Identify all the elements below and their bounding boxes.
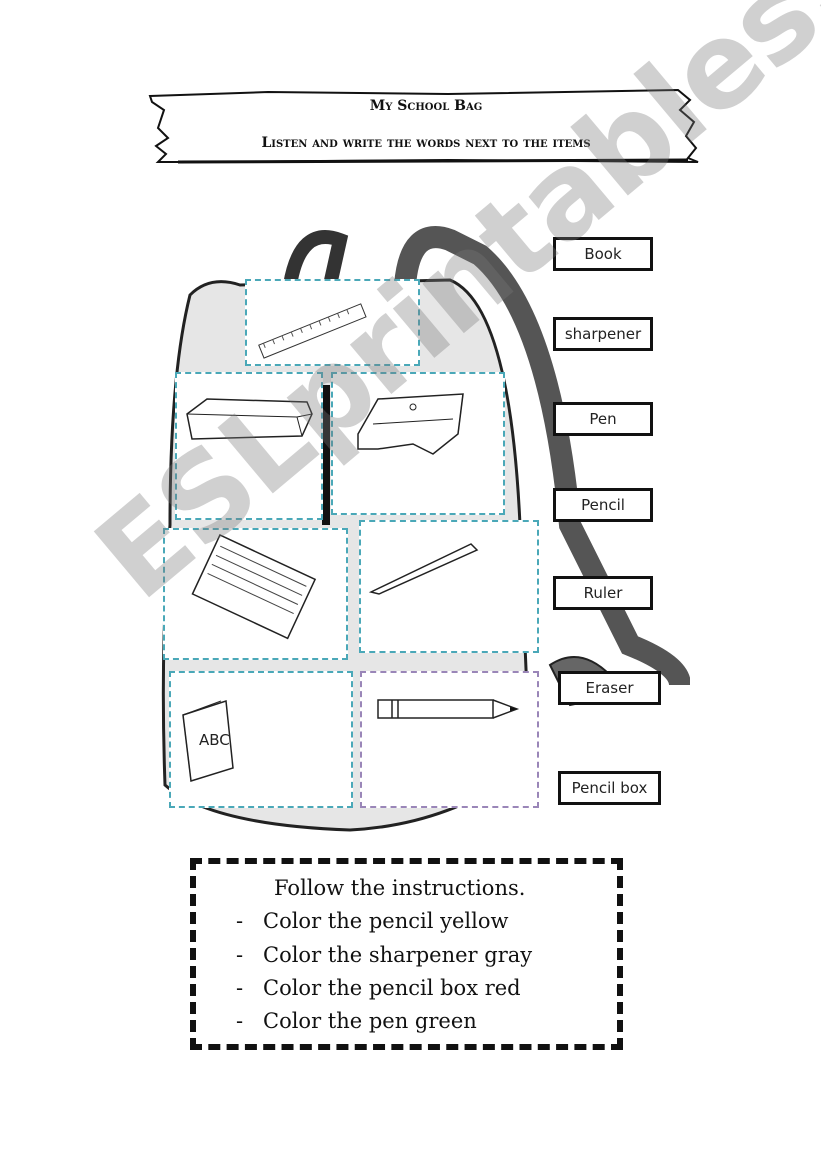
instruction-text: Color the sharpener gray [263,943,533,967]
word-label-pencil-box: Pencil box [558,771,661,805]
ruler-icon [258,303,367,359]
bullet: - [236,943,244,967]
instructions-heading: Follow the instructions. [274,876,526,900]
eraser-picture-box [175,372,323,520]
instruction-item: -Color the pencil yellow [236,909,508,933]
eraser-icon [186,398,313,440]
word-label-pencil: Pencil [553,488,653,522]
instruction-text: Color the pen green [263,1009,477,1033]
worksheet-subtitle: Listen and write the words next to the i… [261,135,591,151]
sharpener-icon [357,393,464,455]
ruler-picture-box [245,279,420,366]
instruction-item: -Color the sharpener gray [236,943,532,967]
instruction-item: -Color the pen green [236,1009,477,1033]
bullet: - [236,1009,244,1033]
word-label-pen: Pen [553,402,653,436]
worksheet-title: My School Bag [369,98,483,114]
word-label-eraser: Eraser [558,671,661,705]
instruction-item: -Color the pencil box red [236,976,521,1000]
sharpener-picture-box [331,372,505,515]
instruction-text: Color the pencil box red [263,976,521,1000]
pencil-icon [377,699,520,719]
pencil-box-icon [191,534,317,640]
instructions-box: Follow the instructions. -Color the penc… [190,858,623,1050]
instruction-text: Color the pencil yellow [263,909,509,933]
word-label-ruler: Ruler [553,576,653,610]
pen-icon [368,543,479,595]
bullet: - [236,976,244,1000]
book-picture-box: ABC [169,671,353,808]
pencil-box-picture-box [163,528,348,660]
torn-paper-banner [148,88,699,164]
bullet: - [236,909,244,933]
book-icon: ABC [182,699,234,782]
book-cover-text: ABC [199,731,230,749]
word-label-book: Book [553,237,653,271]
pen-picture-box [359,520,539,653]
pencil-picture-box [360,671,539,808]
word-label-sharpener: sharpener [553,317,653,351]
title-banner: My School Bag Listen and write the words… [148,88,704,164]
